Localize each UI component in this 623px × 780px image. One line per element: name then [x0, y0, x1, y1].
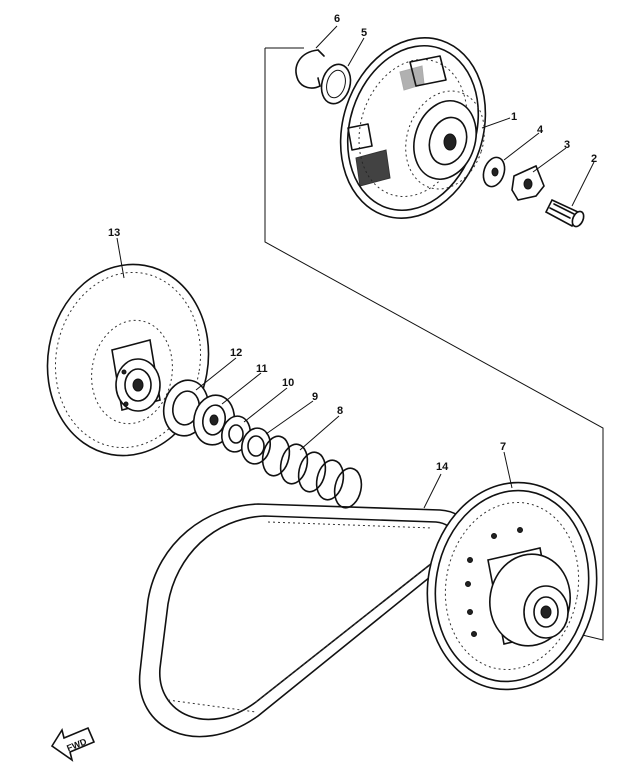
- primary-sliding-sheave-part-13: [46, 263, 210, 457]
- callout-labels: 6 5 1 4 3 2 13 12 11 10 9 8 14 7: [108, 13, 597, 473]
- callout-11: 11: [256, 363, 268, 375]
- circlip-part-6: [295, 49, 325, 89]
- v-belt-part-14: [138, 503, 468, 738]
- lock-plate-part-3: [511, 164, 545, 201]
- primary-fixed-sheave: [339, 37, 487, 219]
- callout-9: 9: [312, 391, 318, 403]
- callout-4: 4: [537, 124, 544, 136]
- callout-6: 6: [334, 13, 340, 25]
- callout-14: 14: [436, 461, 449, 473]
- secondary-sheave-part-7: [426, 481, 598, 691]
- callout-13: 13: [108, 227, 120, 239]
- assembly-outline: [264, 47, 604, 641]
- leader-lines: [116, 25, 595, 509]
- callout-3: 3: [564, 139, 570, 151]
- callout-5: 5: [361, 27, 367, 39]
- bolt-part-2: [544, 198, 585, 228]
- washer-part-4: [482, 156, 506, 188]
- callout-12: 12: [230, 347, 242, 359]
- compression-spring-part-8: [261, 435, 363, 509]
- callout-10: 10: [282, 377, 294, 389]
- callout-2: 2: [591, 153, 597, 165]
- snap-ring-part-5: [320, 63, 352, 105]
- callout-1: 1: [511, 111, 517, 123]
- forward-direction-arrow: FWD: [50, 726, 96, 762]
- callout-8: 8: [337, 405, 343, 417]
- callout-7: 7: [500, 441, 506, 453]
